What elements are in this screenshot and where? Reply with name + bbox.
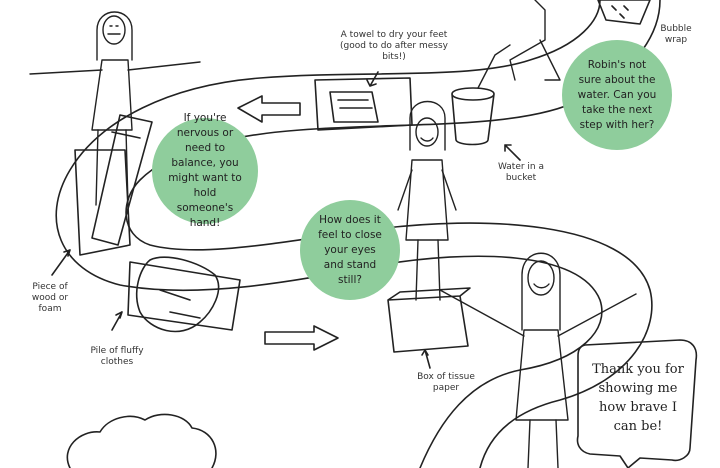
tile-wood xyxy=(74,149,131,256)
label-wood: Piece of wood or foam xyxy=(31,282,69,314)
water-bucket xyxy=(451,87,495,146)
tissue-box xyxy=(387,287,471,353)
pointer-water xyxy=(504,144,521,161)
label-bubble-wrap: Bubble wrap xyxy=(660,24,692,45)
bubble-eyes-question: How does it feel to close your eyes and … xyxy=(300,200,400,300)
bubble-wrap xyxy=(597,0,651,25)
arrow-right xyxy=(264,325,339,351)
arrow-left xyxy=(237,95,301,123)
bubble-balance-tip: If you're nervous or need to balance, yo… xyxy=(152,112,258,229)
tile-clothes xyxy=(127,261,241,331)
pointer-tissue xyxy=(421,349,431,369)
bush-outline xyxy=(66,413,217,468)
pointer-wood xyxy=(51,249,71,276)
tile-towel xyxy=(314,77,413,131)
label-tissue: Box of tissue paper xyxy=(417,372,475,393)
girl-arms-out-top xyxy=(29,11,201,206)
bubble-robin-prompt: Robin's not sure about the water. Can yo… xyxy=(562,40,672,150)
clothes-pile xyxy=(135,256,220,333)
girl-stepping-top xyxy=(477,0,561,89)
girl-arms-out-bottom xyxy=(439,252,637,468)
label-water: Water in a bucket xyxy=(497,162,545,183)
speech-thank-you: Thank you for showing me how brave I can… xyxy=(592,362,684,434)
pointer-towel xyxy=(366,71,379,87)
path-inner-edge xyxy=(125,0,661,468)
girl-center xyxy=(397,101,457,301)
pointer-clothes xyxy=(111,311,123,331)
label-towel: A towel to dry your feet (good to do aft… xyxy=(340,30,448,62)
path-outer-edge xyxy=(55,0,603,468)
speech-box-outline xyxy=(576,339,698,468)
label-clothes: Pile of fluffy clothes xyxy=(90,346,144,367)
towel-shape xyxy=(329,91,379,123)
